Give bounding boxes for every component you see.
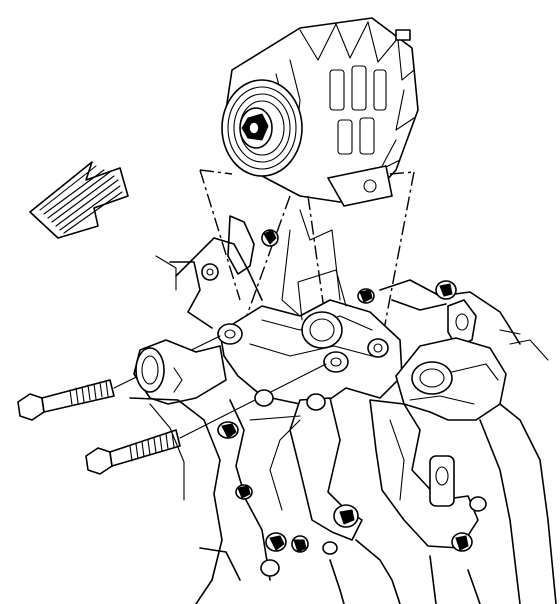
alternator xyxy=(221,17,419,207)
alternator-bracket xyxy=(217,209,403,405)
bolt-upper xyxy=(17,335,221,421)
engine-right-side xyxy=(357,279,557,604)
bolt-lower xyxy=(85,363,327,475)
direction-arrow-icon xyxy=(29,161,129,239)
lower-bracket xyxy=(249,393,401,604)
engine-block xyxy=(129,215,347,604)
alternator-pulley xyxy=(221,79,303,177)
